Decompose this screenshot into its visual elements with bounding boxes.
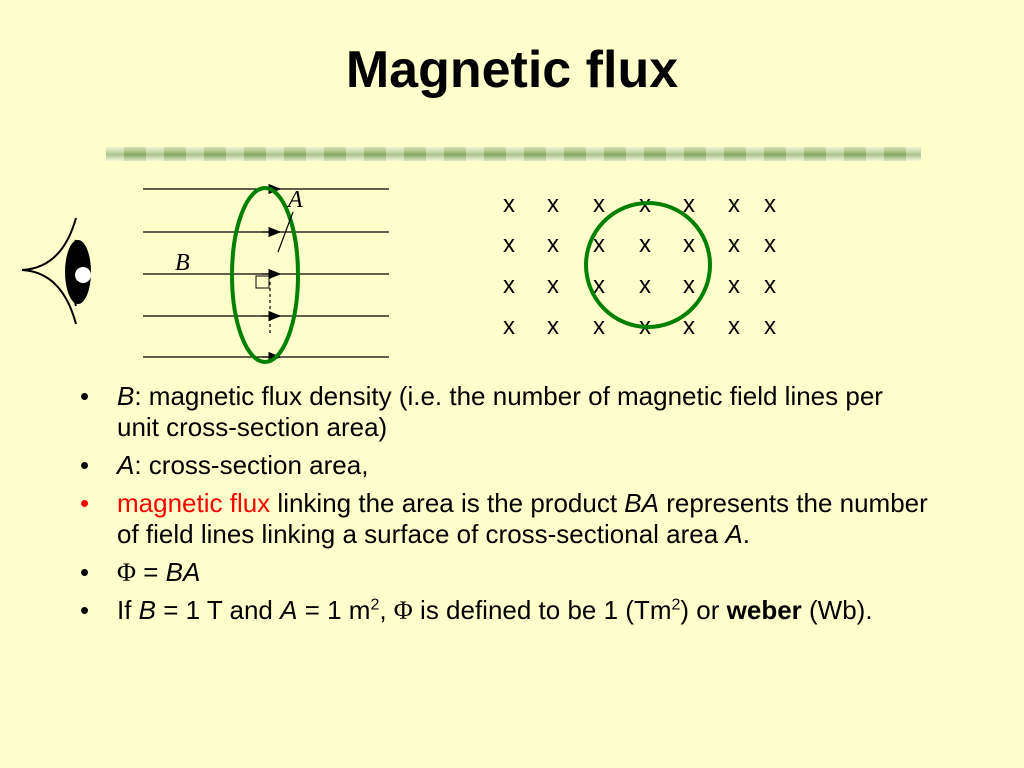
flux-end: . — [742, 519, 750, 549]
flux-text-1: linking the area is the product — [270, 488, 625, 518]
bullet-item-equation: • Φ = BA — [80, 557, 930, 588]
field-into-page-cross: x — [639, 272, 651, 299]
area-leader-line — [277, 211, 294, 253]
title-divider — [106, 147, 921, 161]
field-into-page-cross: x — [728, 191, 740, 218]
bullet-item-weber: • If B = 1 T and A = 1 m2, Φ is defined … — [80, 595, 930, 626]
field-into-page-cross: x — [503, 272, 515, 299]
slide-title: Magnetic flux — [345, 41, 679, 99]
field-into-page-cross: x — [503, 231, 515, 258]
flux-circle — [584, 201, 712, 329]
weber-b: B — [138, 595, 157, 625]
field-into-page-cross: x — [728, 231, 740, 258]
bullet-dot: • — [80, 595, 90, 625]
divider-texture — [106, 147, 921, 161]
field-into-page-cross: x — [503, 191, 515, 218]
field-into-page-cross: x — [639, 231, 651, 258]
field-into-page-cross: x — [728, 272, 740, 299]
weber-term: weber — [726, 595, 802, 625]
weber-comma: , — [379, 595, 394, 625]
field-into-page-cross: x — [683, 313, 695, 340]
a-definition: : cross-section area, — [134, 450, 369, 480]
eye-icon — [21, 217, 91, 325]
field-into-page-cross: x — [547, 191, 559, 218]
field-into-page-cross: x — [764, 191, 776, 218]
eq-ba: BA — [165, 557, 201, 587]
right-angle-marker — [255, 275, 270, 289]
term-a: A — [117, 450, 135, 480]
term-magnetic-flux: magnetic flux — [117, 488, 271, 518]
field-into-page-cross: x — [728, 313, 740, 340]
bullet-dot: • — [80, 450, 90, 480]
weber-t1: = 1 T and — [156, 595, 281, 625]
flux-a: A — [725, 519, 743, 549]
weber-t4: ) or — [680, 595, 727, 625]
superscript-2: 2 — [370, 596, 380, 614]
field-into-page-cross: x — [547, 272, 559, 299]
field-into-page-cross: x — [547, 231, 559, 258]
flux-ba: BA — [624, 488, 659, 518]
bullet-item-b: • B: magnetic flux density (i.e. the num… — [80, 381, 930, 443]
label-b: B — [175, 250, 190, 276]
flux-text-2: represents the number of field lines lin… — [117, 488, 928, 549]
field-into-page-cross: x — [593, 272, 605, 299]
term-b: B — [117, 381, 135, 411]
weber-if: If — [117, 595, 139, 625]
weber-phi: Φ — [393, 596, 413, 625]
field-into-page-cross: x — [593, 313, 605, 340]
b-definition: : magnetic flux density (i.e. the number… — [117, 381, 883, 442]
weber-t2: = 1 m — [297, 595, 371, 625]
area-ellipse — [230, 186, 300, 364]
weber-t5: (Wb). — [801, 595, 873, 625]
bullet-list: • B: magnetic flux density (i.e. the num… — [80, 381, 930, 633]
field-into-page-cross: x — [683, 272, 695, 299]
weber-t3: is defined to be 1 (Tm — [412, 595, 672, 625]
label-a: A — [286, 187, 303, 213]
field-into-page-cross: x — [593, 231, 605, 258]
field-into-page-cross: x — [503, 313, 515, 340]
field-into-page-cross: x — [683, 231, 695, 258]
field-into-page-cross: x — [547, 313, 559, 340]
bullet-dot: • — [80, 557, 90, 587]
bullet-item-a: • A: cross-section area, — [80, 450, 930, 481]
bullet-dot: • — [80, 488, 90, 518]
field-into-page-cross: x — [683, 191, 695, 218]
field-into-page-cross: x — [593, 191, 605, 218]
equals: = — [136, 557, 166, 587]
phi-symbol: Φ — [117, 558, 137, 587]
superscript-2: 2 — [671, 596, 681, 614]
bullet-item-flux: • magnetic flux linking the area is the … — [80, 488, 930, 550]
weber-a: A — [280, 595, 298, 625]
field-into-page-cross: x — [764, 231, 776, 258]
field-into-page-cross: x — [764, 313, 776, 340]
field-into-page-cross: x — [764, 272, 776, 299]
bullet-dot: • — [80, 381, 90, 411]
